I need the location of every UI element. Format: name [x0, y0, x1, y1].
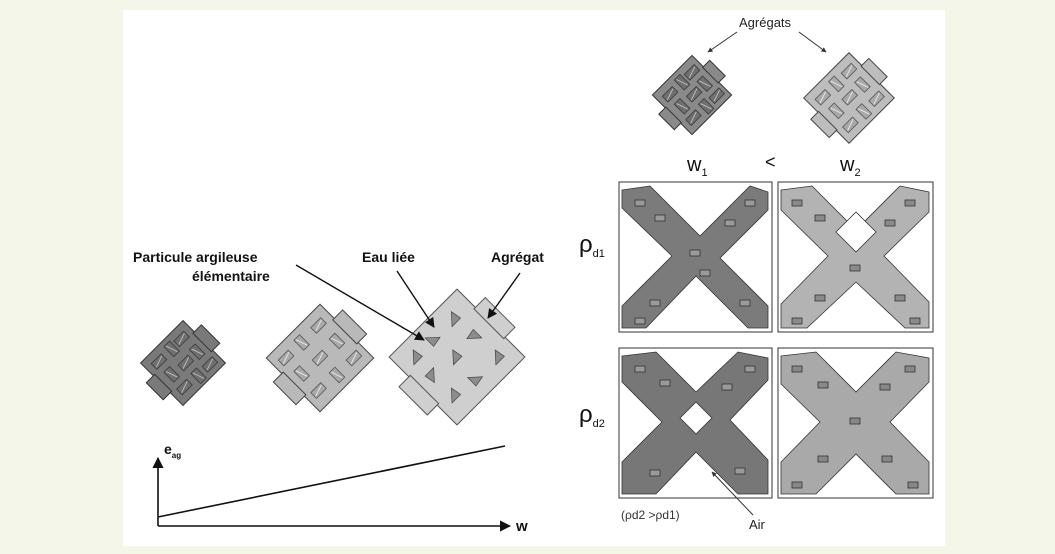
label-rho-d1: ρd1: [579, 231, 605, 260]
packing-w2-rho-d2: [780, 351, 930, 495]
label-w2: w2: [839, 154, 861, 179]
label-air: Air: [749, 517, 766, 532]
arrow-water: [396, 270, 435, 328]
label-w1: w1: [686, 154, 708, 179]
label-bound-water: Eau liée: [362, 249, 415, 265]
density-note: (ρd2 >ρd1): [621, 508, 680, 522]
label-aggregate: Agrégat: [491, 249, 544, 265]
label-particle-line1: Particule argileuse: [133, 249, 258, 265]
aggregate-w1: [651, 54, 733, 136]
arrow-aggregate: [487, 272, 521, 319]
arrow-aggregates-left: [707, 31, 738, 53]
aggregate-wet: [265, 303, 375, 413]
aggregate-w2: [803, 52, 895, 144]
packing-w1-rho-d1: [621, 185, 769, 329]
packing-w1-rho-d2: [621, 351, 769, 495]
label-rho-d2: ρd2: [579, 401, 605, 430]
aggregate-hydrated: [388, 288, 526, 426]
packing-w2-rho-d1: [780, 185, 930, 329]
arrow-aggregates-right: [798, 31, 827, 53]
label-less-than: <: [765, 152, 776, 172]
arrow-particle: [295, 264, 425, 341]
aggregate-dry: [139, 319, 227, 407]
y-axis-label: eag: [164, 441, 181, 460]
arrow-air: [711, 471, 754, 516]
trend-line: [157, 445, 506, 518]
label-aggregates: Agrégats: [739, 15, 792, 30]
x-axis-label: w: [515, 518, 528, 535]
label-particle-line2: élémentaire: [192, 268, 270, 284]
